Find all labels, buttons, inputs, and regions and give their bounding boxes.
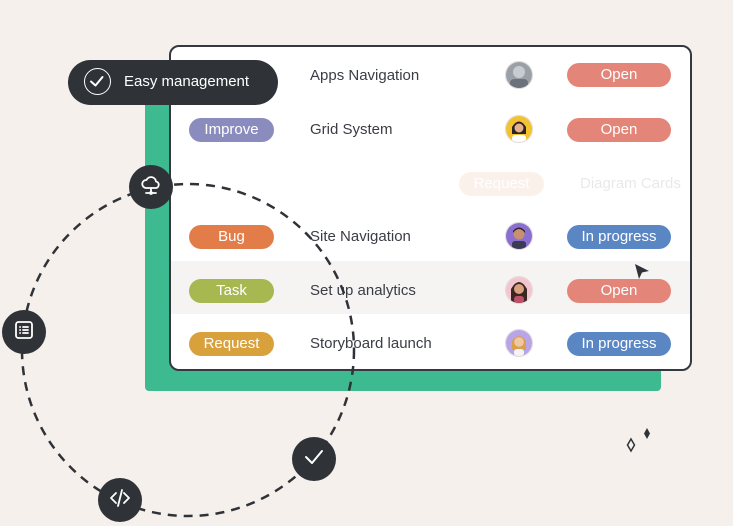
status-badge[interactable]: Open xyxy=(567,279,671,303)
task-row-storyboard-launch[interactable]: Request Storyboard launch In progress xyxy=(171,314,690,367)
avatar-pink xyxy=(505,276,533,304)
cursor-icon xyxy=(635,264,649,279)
status-badge[interactable]: In progress xyxy=(567,332,671,356)
task-row-set-up-analytics[interactable]: Task Set up analytics Open xyxy=(171,261,690,314)
task-title: Diagram Cards xyxy=(580,175,681,192)
task-row-apps-navigation[interactable]: Apps Navigation Open xyxy=(171,47,690,100)
code-node[interactable] xyxy=(98,478,142,522)
task-title: Storyboard launch xyxy=(310,335,432,352)
tag-badge[interactable]: Request xyxy=(459,172,544,196)
status-badge[interactable]: Open xyxy=(567,118,671,142)
task-title: Grid System xyxy=(310,121,393,138)
tag-badge[interactable]: Request xyxy=(189,332,274,356)
status-badge[interactable]: In progress xyxy=(567,225,671,249)
document-list-node[interactable] xyxy=(2,310,46,354)
easy-management-badge: Easy management xyxy=(68,60,278,105)
cloud-network-icon xyxy=(139,173,163,202)
check-circle-icon xyxy=(84,68,111,95)
code-icon xyxy=(108,486,132,515)
avatar-gray xyxy=(505,61,533,89)
task-row-grid-system[interactable]: Improve Grid System Open xyxy=(171,100,690,153)
sparkle-icon xyxy=(626,428,650,453)
badge-label: Easy management xyxy=(124,73,250,90)
task-row-diagram-cards[interactable]: Request Diagram Cards xyxy=(171,154,690,207)
check-node[interactable] xyxy=(292,437,336,481)
tag-badge[interactable]: Bug xyxy=(189,225,274,249)
status-badge[interactable]: Open xyxy=(567,63,671,87)
avatar-lilac xyxy=(505,329,533,357)
cloud-network-node[interactable] xyxy=(129,165,173,209)
list-document-icon xyxy=(13,319,35,346)
tag-badge[interactable]: Task xyxy=(189,279,274,303)
task-title: Set up analytics xyxy=(310,282,416,299)
task-title: Site Navigation xyxy=(310,228,411,245)
tag-badge[interactable]: Improve xyxy=(189,118,274,142)
task-title: Apps Navigation xyxy=(310,67,420,84)
avatar-purple xyxy=(505,222,533,250)
task-row-site-navigation[interactable]: Bug Site Navigation In progress xyxy=(171,207,690,260)
avatar-yellow xyxy=(505,115,533,143)
check-icon xyxy=(302,445,326,474)
